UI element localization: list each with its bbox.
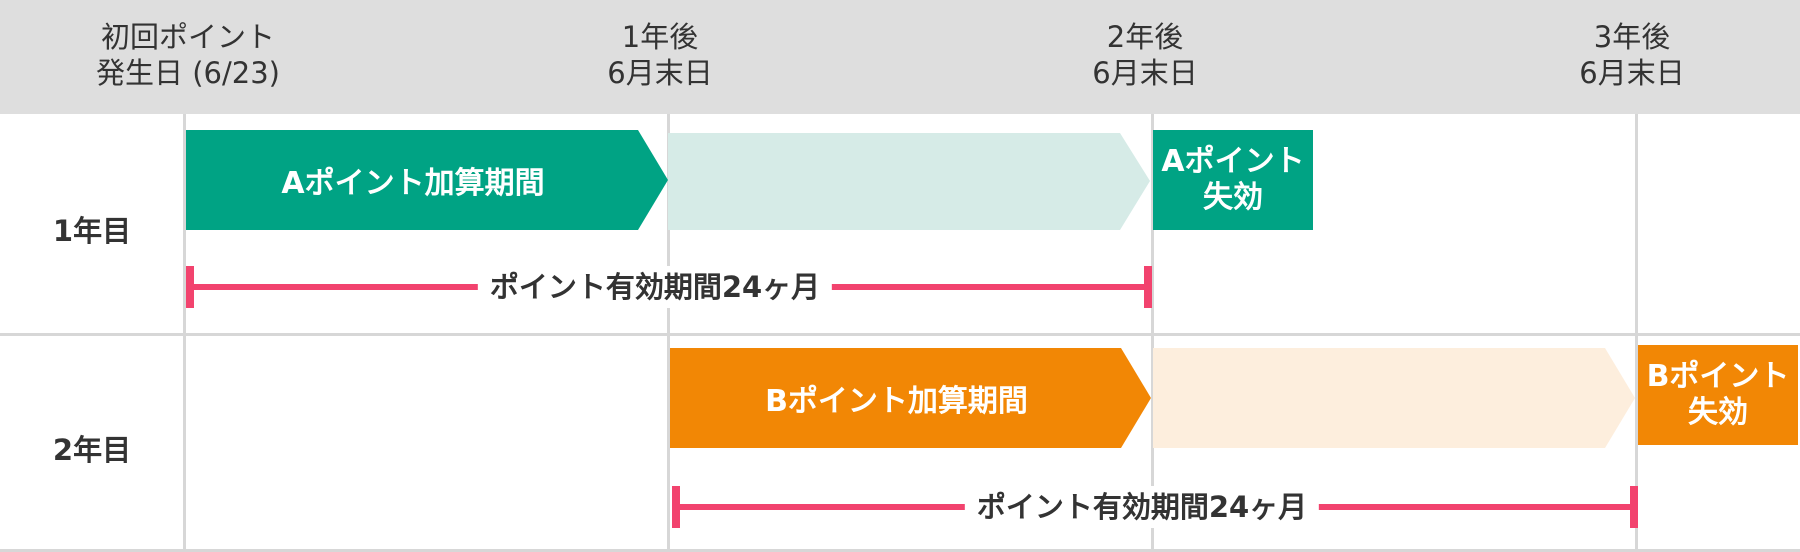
a-point-expire-line1: Aポイント bbox=[1161, 144, 1305, 179]
header-initial-date-line1: 初回ポイント bbox=[100, 20, 276, 54]
header-year1-line1: 1年後 bbox=[621, 20, 699, 54]
header-year1-line2: 6月末日 bbox=[607, 56, 713, 90]
a-range-end-cap bbox=[1144, 266, 1152, 308]
a-range-label: ポイント有効期間24ヶ月 bbox=[477, 266, 833, 308]
a-point-validity-arrow-shape bbox=[668, 133, 1150, 230]
row-label-year2: 2年目 bbox=[52, 433, 132, 467]
header-year1: 1年後 6月末日 bbox=[607, 19, 712, 91]
b-point-expire-line1: Bポイント bbox=[1646, 359, 1790, 394]
a-point-expire-line2: 失効 bbox=[1203, 180, 1263, 215]
b-range-end-cap bbox=[1630, 486, 1638, 528]
header-initial-date: 初回ポイント 発生日 (6/23) bbox=[96, 19, 280, 91]
a-point-accrual-label: Aポイント加算期間 bbox=[281, 166, 545, 201]
b-point-expire-box: Bポイント 失効 bbox=[1638, 345, 1798, 445]
header-initial-date-line2: 発生日 (6/23) bbox=[96, 56, 280, 90]
b-range-label: ポイント有効期間24ヶ月 bbox=[964, 486, 1320, 528]
a-point-validity-range: ポイント有効期間24ヶ月 bbox=[186, 266, 1152, 308]
a-point-accrual-arrow-shape bbox=[186, 130, 668, 230]
header-year2: 2年後 6月末日 bbox=[1092, 19, 1197, 91]
b-point-validity-arrow-shape bbox=[1153, 348, 1635, 448]
b-point-validity-range: ポイント有効期間24ヶ月 bbox=[672, 486, 1638, 528]
header-year3-line2: 6月末日 bbox=[1579, 56, 1685, 90]
timeline-header: 初回ポイント 発生日 (6/23) 1年後 6月末日 2年後 6月末日 3年後 … bbox=[0, 0, 1800, 114]
row-divider bbox=[0, 333, 1800, 336]
b-point-validity-arrow bbox=[1153, 348, 1635, 448]
bottom-divider bbox=[0, 549, 1800, 552]
header-year2-line1: 2年後 bbox=[1106, 20, 1184, 54]
a-point-expire-box: Aポイント 失効 bbox=[1153, 130, 1313, 230]
b-point-accrual-arrow: Bポイント加算期間 bbox=[670, 348, 1151, 448]
header-year3-line1: 3年後 bbox=[1593, 20, 1671, 54]
b-point-expire-line2: 失効 bbox=[1688, 395, 1748, 430]
row-label-year1: 1年目 bbox=[52, 214, 132, 248]
header-year3: 3年後 6月末日 bbox=[1579, 19, 1684, 91]
b-point-accrual-label: Bポイント加算期間 bbox=[765, 384, 1028, 419]
a-point-accrual-arrow: Aポイント加算期間 bbox=[186, 130, 668, 230]
a-point-validity-arrow bbox=[668, 133, 1150, 230]
header-year2-line2: 6月末日 bbox=[1092, 56, 1198, 90]
b-point-accrual-arrow-shape bbox=[670, 348, 1151, 448]
